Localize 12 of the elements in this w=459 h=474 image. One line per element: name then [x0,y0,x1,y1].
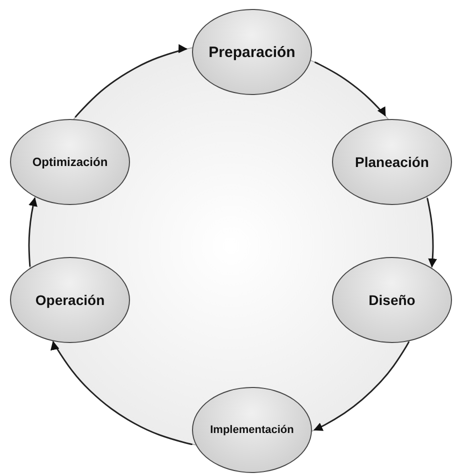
cycle-arrow [426,198,438,268]
cycle-arrow [74,44,188,118]
cycle-arrow [314,341,410,431]
stage-label: Operación [35,292,105,308]
stage-label: Optimización [32,155,108,169]
cycle-arrow [314,61,386,116]
cycle-arrow [50,340,192,445]
cycle-arrow [28,197,38,267]
stage-label: Diseño [368,292,416,308]
stage-label: Implementación [210,424,294,436]
stage-label: Preparación [208,44,296,60]
stage-label: Planeación [355,154,429,170]
